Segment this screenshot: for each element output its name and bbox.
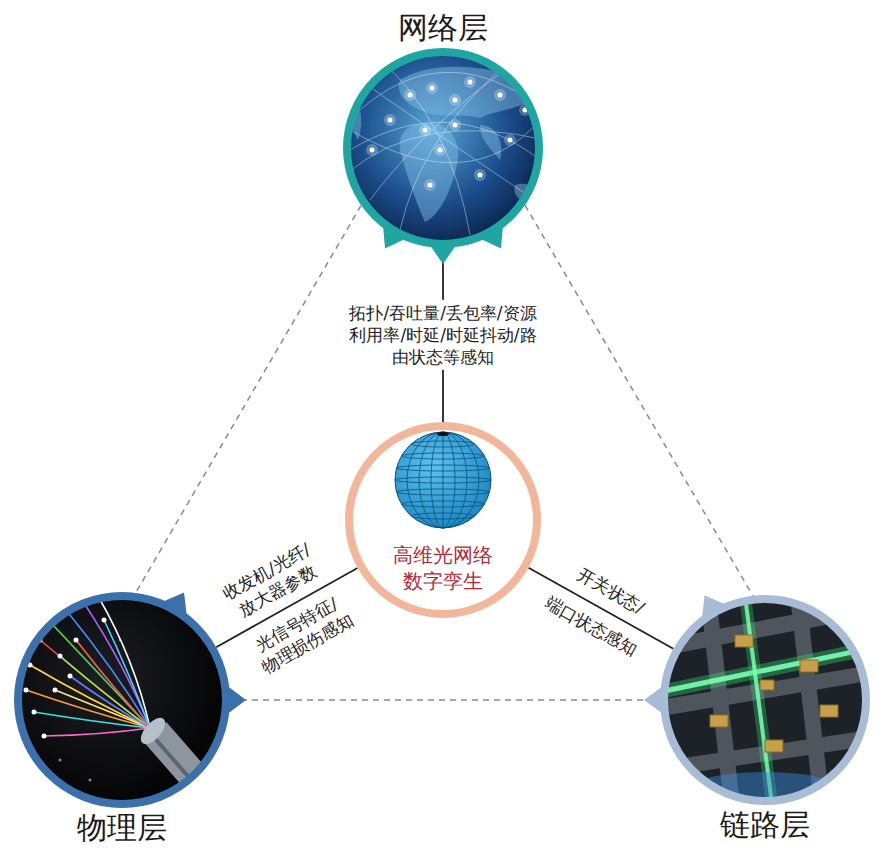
dashed-link xyxy=(230,699,660,701)
circle-ring xyxy=(664,599,866,801)
layer-circle: 链路层 xyxy=(660,595,870,805)
circle-outline xyxy=(343,48,543,248)
dashed-link xyxy=(525,205,753,595)
circle-outline xyxy=(14,592,230,808)
edge-label: 拓扑/吞吐量/丢包率/资源利用率/时延/时延抖动/路由状态等感知 xyxy=(338,300,548,370)
layer-heading: 物理层 xyxy=(77,810,167,846)
globe-picture xyxy=(345,52,545,244)
twin-circle: 高维光网络 数字孪生 xyxy=(345,422,541,618)
layer-heading: 链路层 xyxy=(720,807,810,843)
circle-ring xyxy=(349,426,537,614)
switch-picture xyxy=(660,596,874,812)
circle-ring xyxy=(347,52,539,244)
fiber-picture xyxy=(18,594,226,807)
circle-ring xyxy=(18,596,226,804)
twin-globe-picture xyxy=(349,426,537,614)
node-label: 高维光网络 数字孪生 xyxy=(387,542,499,594)
layer-circle: 物理层 xyxy=(14,592,230,808)
layer-circle: 网络层 xyxy=(343,48,543,248)
layer-heading: 网络层 xyxy=(398,10,488,46)
circle-outline xyxy=(660,595,870,805)
dashed-link xyxy=(136,205,361,593)
